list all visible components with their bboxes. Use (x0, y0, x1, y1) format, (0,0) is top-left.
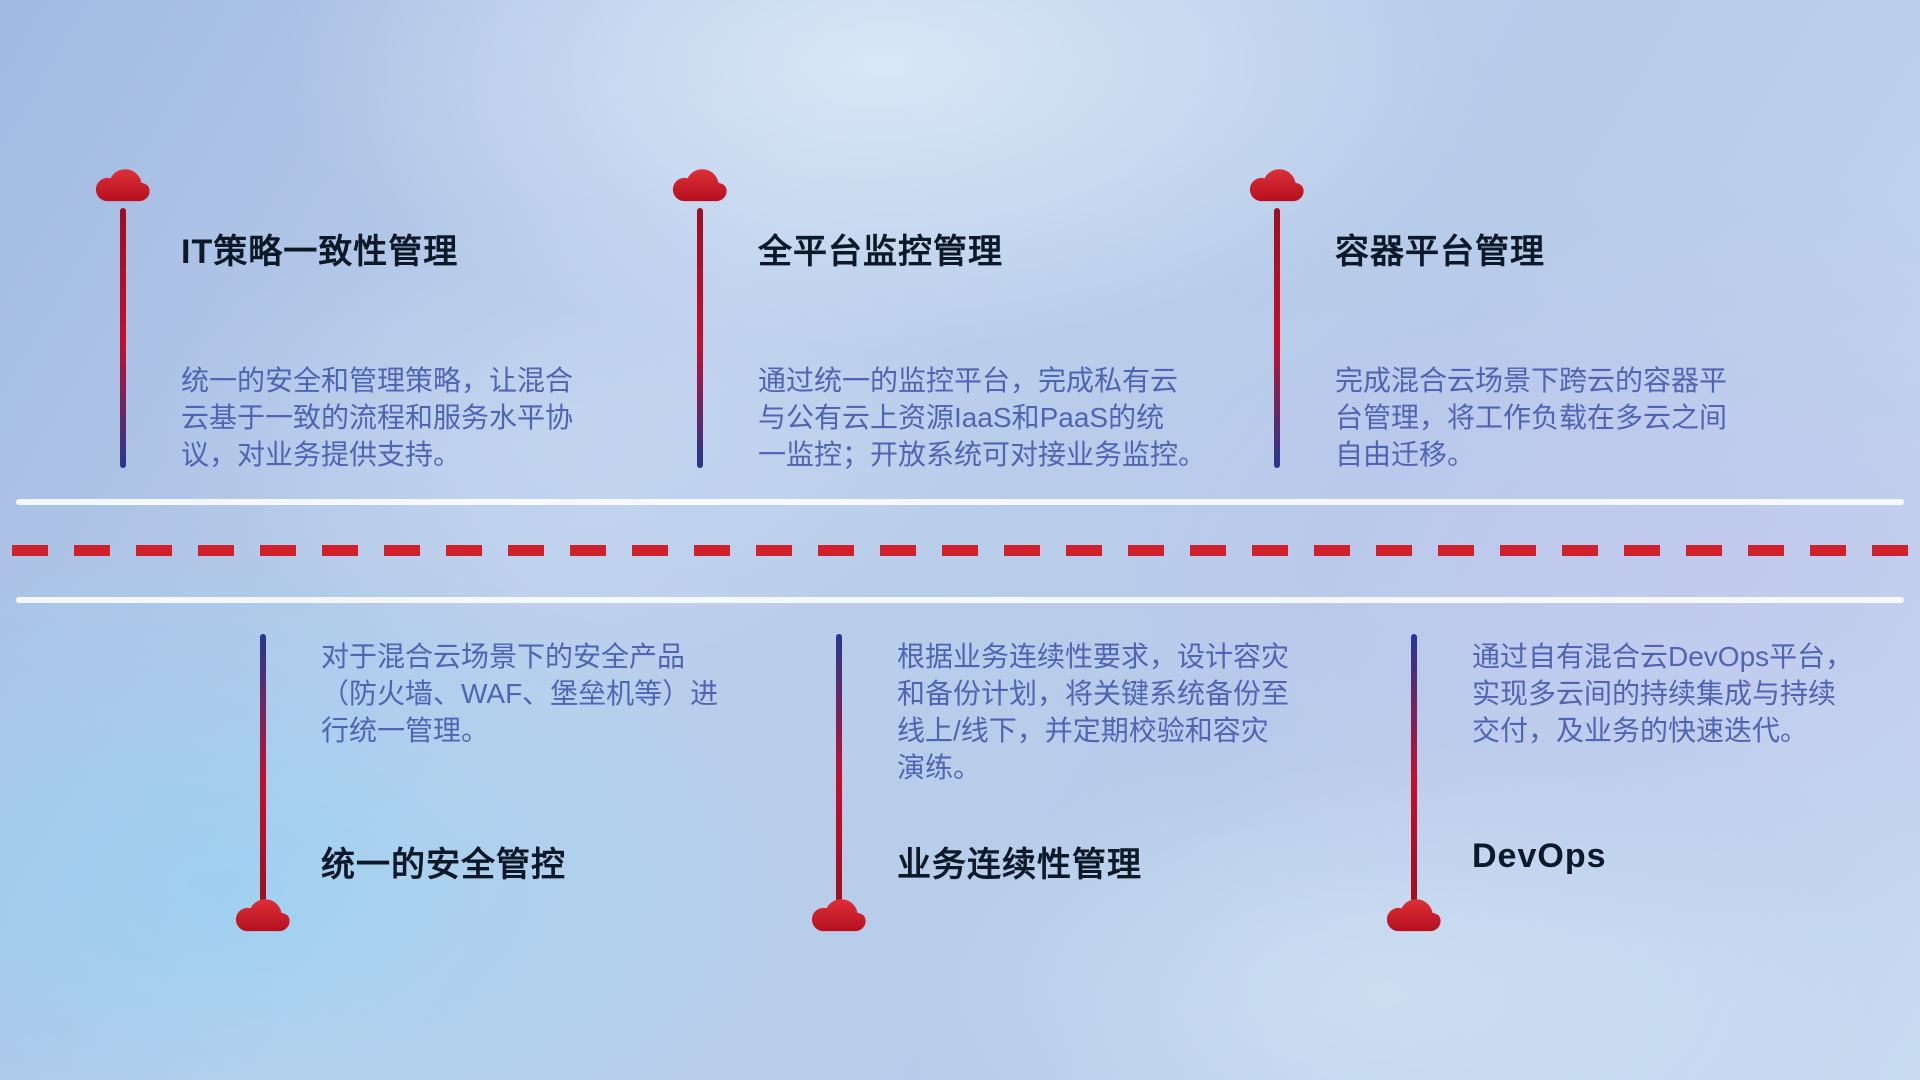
feature-description: 根据业务连续性要求，设计容灾 和备份计划，将关键系统备份至 线上/线下，并定期校… (897, 641, 1290, 783)
connector-line (1274, 208, 1280, 468)
feature-item-security-control: 对于混合云场景下的安全产品 （防火墙、WAF、堡垒机等）进 行统一管理。 统一的… (235, 634, 795, 944)
connector-line (260, 634, 266, 902)
feature-item-business-continuity: 根据业务连续性要求，设计容灾 和备份计划，将关键系统备份至 线上/线下，并定期校… (811, 634, 1371, 944)
road-dashed-line (12, 545, 1912, 556)
feature-item-container-platform: 容器平台管理 完成混合云场景下跨云的容器平 台管理，将工作负载在多云之间 自由迁… (1249, 168, 1809, 478)
feature-title: 统一的安全管控 (321, 846, 566, 884)
cloud-icon (95, 168, 151, 206)
connector-line (697, 208, 703, 468)
cloud-icon (672, 168, 728, 206)
road-line-bottom (16, 597, 1904, 603)
feature-item-it-policy: IT策略一致性管理 统一的安全和管理策略，让混合 云基于一致的流程和服务水平协 … (95, 168, 655, 478)
feature-title: 全平台监控管理 (758, 233, 1003, 271)
cloud-icon (811, 898, 867, 936)
connector-line (1411, 634, 1417, 902)
connector-line (836, 634, 842, 902)
feature-title: DevOps (1472, 837, 1607, 875)
connector-line (120, 208, 126, 468)
cloud-icon (1386, 898, 1442, 936)
feature-item-monitoring: 全平台监控管理 通过统一的监控平台，完成私有云 与公有云上资源IaaS和PaaS… (672, 168, 1232, 478)
feature-description: 对于混合云场景下的安全产品 （防火墙、WAF、堡垒机等）进 行统一管理。 (321, 641, 719, 746)
feature-title: 业务连续性管理 (897, 846, 1142, 884)
feature-title: IT策略一致性管理 (181, 233, 459, 271)
feature-title: 容器平台管理 (1335, 233, 1545, 271)
feature-description: 通过自有混合云DevOps平台， 实现多云间的持续集成与持续 交付，及业务的快速… (1472, 641, 1854, 746)
feature-item-devops: 通过自有混合云DevOps平台， 实现多云间的持续集成与持续 交付，及业务的快速… (1386, 634, 1920, 944)
feature-description: 统一的安全和管理策略，让混合 云基于一致的流程和服务水平协 议，对业务提供支持。 (181, 365, 574, 470)
feature-description: 完成混合云场景下跨云的容器平 台管理，将工作负载在多云之间 自由迁移。 (1335, 365, 1728, 470)
cloud-icon (1249, 168, 1305, 206)
feature-description: 通过统一的监控平台，完成私有云 与公有云上资源IaaS和PaaS的统 一监控；开… (758, 365, 1207, 470)
cloud-icon (235, 898, 291, 936)
road-line-top (16, 499, 1904, 505)
